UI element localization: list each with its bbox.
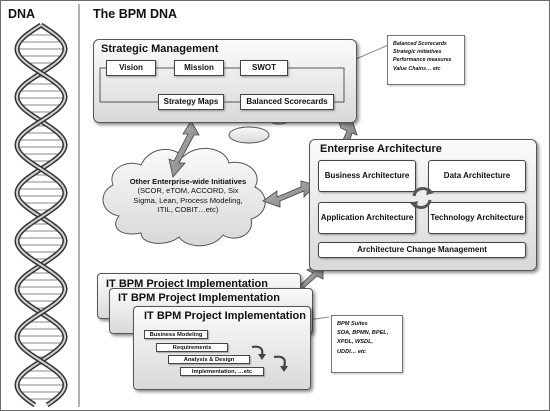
balanced-scorecards-box: Balanced Scorecards	[240, 94, 334, 110]
it-project-panel-front: IT BPM Project Implementation Business M…	[133, 306, 311, 390]
cycle-arrows-icon	[410, 187, 434, 209]
dna-header: DNA	[8, 7, 36, 21]
analysis-design-step: Analysis & Design	[168, 355, 250, 364]
iteration-arrows-icon	[251, 345, 288, 372]
bpm-note-line: BPM Suites	[337, 321, 368, 327]
strategic-note-line: Performance measures	[393, 57, 452, 64]
bpm-note-line: UDDI… etc	[337, 348, 366, 355]
strategic-note-line: Balanced Scorecards	[393, 41, 447, 47]
enterprise-architecture-title: Enterprise Architecture	[320, 143, 442, 155]
helix-strand-highlight	[15, 24, 67, 406]
requirements-step: Requirements	[156, 343, 228, 352]
cloud-title: Other Enterprise-wide Initiatives	[129, 177, 247, 186]
architecture-change-management-box: Architecture Change Management	[318, 242, 526, 258]
strategic-connectors	[99, 67, 345, 103]
application-architecture-box: Application Architecture	[318, 202, 416, 234]
helix-strand-highlight	[15, 24, 67, 406]
data-architecture-box: Data Architecture	[428, 160, 526, 192]
bpm-note-line: SOA, BPMN, BPEL,	[337, 330, 389, 337]
bpm-note-line: XPDL, WSDL,	[337, 339, 374, 346]
strategic-note: Balanced Scorecards Strategic initiative…	[387, 35, 465, 85]
arrow-strategic-cloud	[168, 120, 200, 178]
it-project-title-back: IT BPM Project Implementation	[106, 278, 268, 290]
implementation-step: Implementation, …etc	[180, 367, 264, 376]
it-project-title-front: IT BPM Project Implementation	[144, 310, 306, 322]
strategic-management-title: Strategic Management	[101, 43, 219, 55]
vision-box: Vision	[106, 60, 156, 76]
business-architecture-box: Business Architecture	[318, 160, 416, 192]
bpm-suites-note: BPM Suites SOA, BPMN, BPEL, XPDL, WSDL, …	[331, 315, 403, 373]
strategic-note-line: Strategic initiatives	[393, 49, 442, 56]
business-modeling-step: Business Modeling	[144, 330, 208, 339]
strategic-management-panel: Strategic Management Vision Mission SWOT…	[93, 39, 357, 123]
cloud-body: (SCOR, eTOM, ACCORD, Six Sigma, Lean, Pr…	[133, 186, 243, 214]
technology-architecture-box: Technology Architecture	[428, 202, 526, 234]
dna-helix-image	[14, 22, 68, 408]
swot-box: SWOT	[240, 60, 288, 76]
strategic-note-line: Value Chains… etc	[393, 65, 441, 72]
cloud-shape	[102, 147, 266, 247]
mission-box: Mission	[174, 60, 224, 76]
note-connector-strategic	[355, 42, 394, 60]
enterprise-architecture-panel: Enterprise Architecture Business Archite…	[309, 139, 537, 271]
it-project-title-middle: IT BPM Project Implementation	[118, 292, 280, 304]
thought-bubble-large	[228, 126, 270, 144]
bpm-dna-header: The BPM DNA	[93, 7, 178, 21]
strategy-maps-box: Strategy Maps	[158, 94, 224, 110]
cloud-text: Other Enterprise-wide Initiatives (SCOR,…	[129, 177, 247, 214]
